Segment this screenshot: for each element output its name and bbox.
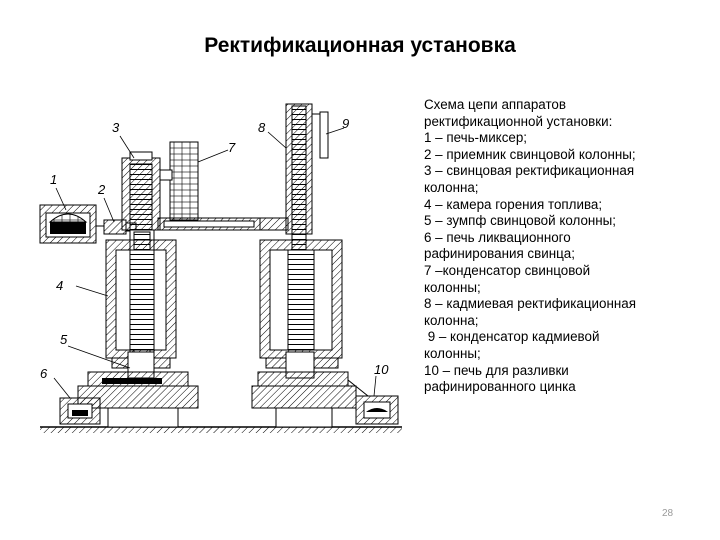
legend-line: колонны; (424, 279, 481, 295)
callout-7: 7 (228, 140, 236, 155)
legend-line: колонна; (424, 179, 479, 195)
legend-line: 4 – камера горения топлива; (424, 196, 603, 212)
legend: Схема цепи аппаратов ректификационной ус… (424, 97, 714, 396)
legend-line: 3 – свинцовая ректификационная (424, 163, 635, 179)
legend-line: 1 – печь-миксер; (424, 130, 528, 146)
lead-condenser (157, 141, 261, 231)
slide-title: Ректификационная установка (204, 34, 516, 57)
legend-line: 6 – печь ликвационного (424, 229, 571, 245)
page-number: 28 (662, 508, 674, 519)
legend-line: рафинирования свинца; (424, 246, 575, 262)
combustion-chamber-cadmium (251, 239, 357, 428)
zinc-casting-furnace (347, 379, 399, 425)
legend-line: 2 – приемник свинцовой колонны; (424, 146, 636, 162)
combustion-chamber-lead (105, 239, 177, 369)
legend-line: ректификационной установки: (424, 113, 613, 129)
cadmium-condenser (312, 111, 329, 159)
legend-line: Схема цепи аппаратов (424, 97, 566, 112)
legend-line: 7 –конденсатор свинцовой (424, 262, 591, 278)
legend-line: колонна; (424, 312, 479, 328)
leader-lines (53, 127, 377, 399)
legend-line: 8 – кадмиевая ректификационная (424, 296, 636, 312)
legend-line: 10 – печь для разливки (424, 362, 569, 378)
callout-8: 8 (258, 120, 266, 135)
callout-5: 5 (60, 332, 68, 347)
callout-10: 10 (374, 362, 389, 377)
mixer-furnace (39, 204, 97, 244)
callout-1: 1 (50, 172, 57, 187)
callout-3: 3 (112, 120, 120, 135)
ground (40, 426, 402, 433)
lead-column-sump (77, 351, 199, 428)
liquation-furnace (59, 397, 101, 425)
callout-9: 9 (342, 116, 349, 131)
legend-line: 5 – зумпф свинцовой колонны; (424, 213, 617, 229)
callout-4: 4 (56, 278, 63, 293)
callout-2: 2 (97, 182, 106, 197)
legend-line: 9 – конденсатор кадмиевой (424, 329, 600, 345)
rectification-unit-diagram: 1 2 3 7 4 5 6 8 9 10 (39, 103, 402, 433)
legend-line: колонны; (424, 345, 481, 361)
legend-line: рафинированного цинка (424, 379, 576, 395)
callout-6: 6 (40, 366, 48, 381)
